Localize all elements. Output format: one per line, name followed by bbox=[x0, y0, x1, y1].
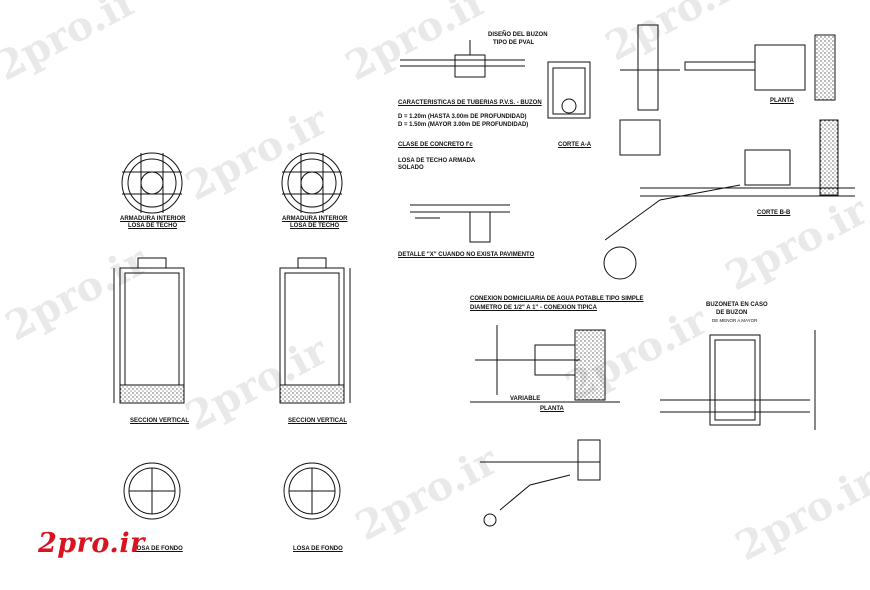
planta-drawing bbox=[684, 34, 836, 101]
buzon-right-title: BUZONETA EN CASO bbox=[706, 302, 768, 308]
ring-plan-left bbox=[121, 152, 183, 214]
corte-aa-title: CORTE A-A bbox=[558, 142, 592, 148]
planta-title: PLANTA bbox=[770, 98, 794, 104]
water-connection-drawing bbox=[470, 325, 620, 403]
bottom-slab-right bbox=[283, 462, 341, 520]
section-left-title: SECCION VERTICAL bbox=[130, 418, 190, 424]
ring-left-subtitle: LOSA DE TECHO bbox=[128, 223, 178, 229]
notes-line6: SOLADO bbox=[398, 165, 424, 171]
ring-plan-right bbox=[281, 152, 343, 214]
section-right-title: SECCION VERTICAL bbox=[288, 418, 348, 424]
notes-line5: LOSA DE TECHO ARMADA bbox=[398, 158, 476, 164]
brand-logo: 2pro.ir bbox=[38, 528, 145, 559]
connection-section-drawing bbox=[480, 439, 601, 527]
corte-b-b-drawing bbox=[603, 119, 855, 280]
notes-line3: D = 1.50m (MAYOR 3.00m DE PROFUNDIDAD) bbox=[398, 122, 529, 128]
notes-line1: CARACTERISTICAS DE TUBERIAS P.V.S. - BUZ… bbox=[398, 100, 542, 106]
ring-right-subtitle: LOSA DE TECHO bbox=[290, 223, 340, 229]
pipe-detail-header2: TIPO DE PVAL bbox=[493, 40, 535, 46]
bottom-right-title: LOSA DE FONDO bbox=[293, 546, 343, 552]
buzon-section-drawing bbox=[660, 330, 816, 430]
pipe-detail-header: DISEÑO DEL BUZON bbox=[488, 32, 548, 38]
bottom-left-title: LOSA DE FONDO bbox=[133, 546, 183, 552]
vertical-section-left bbox=[113, 257, 185, 404]
bottom-slab-left bbox=[123, 462, 181, 520]
ring-left-title: ARMADURA INTERIOR bbox=[120, 216, 186, 222]
buzon-right-subtitle: DE BUZON bbox=[716, 310, 748, 316]
ring-right-title: ARMADURA INTERIOR bbox=[282, 216, 348, 222]
conexion-planta: PLANTA bbox=[540, 406, 564, 412]
pipe-connection-detail bbox=[400, 40, 525, 78]
corte-bb-title: CORTE B-B bbox=[757, 210, 791, 216]
notes-line2: D = 1.20m (HASTA 3.00m DE PROFUNDIDAD) bbox=[398, 114, 527, 120]
detail-x bbox=[410, 204, 510, 243]
conexion-subtitle: DIAMETRO DE 1/2" A 1" - CONEXION TIPICA bbox=[470, 305, 597, 311]
corte-a-a-drawing bbox=[619, 24, 680, 156]
notes-line4: CLASE DE CONCRETO f'c bbox=[398, 142, 473, 148]
manhole-small-section bbox=[547, 61, 591, 119]
conexion-variable: VARIABLE bbox=[510, 396, 541, 402]
buzon-right-note: DE MENOR A MAYOR bbox=[712, 318, 758, 323]
vertical-section-right bbox=[279, 257, 351, 404]
conexion-title: CONEXION DOMICILIARIA DE AGUA POTABLE TI… bbox=[470, 296, 644, 302]
detail-x-title: DETALLE "X" CUANDO NO EXISTA PAVIMENTO bbox=[398, 252, 535, 258]
